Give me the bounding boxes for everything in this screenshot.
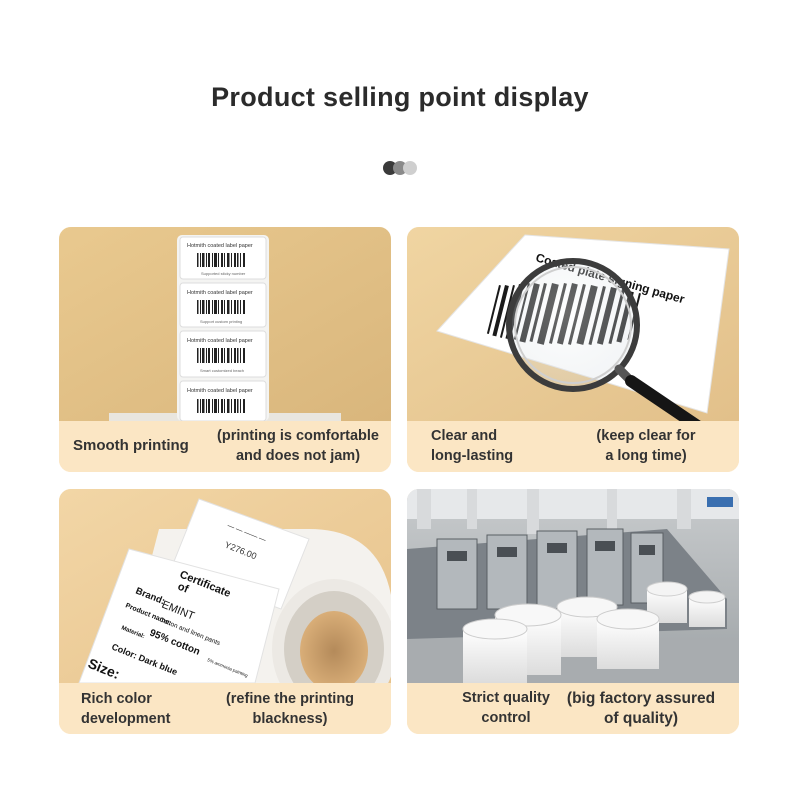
magnifier-label-photo: Coated plate signing paper [407,227,739,421]
caption-detail-line-1: (keep clear for [596,428,696,444]
label-2: Hotmith coated label paper Support custo… [179,282,267,328]
certificate-heading-of: of [176,581,190,596]
caption-main: Clear and long-lasting [431,426,513,466]
caption-detail-line-1: (printing is comfortable [217,428,379,444]
caption-main: Strict quality control [451,688,561,728]
selling-point-card-rich-color: — — —— — Y276.00 Certificate of Brand: E… [59,489,391,734]
card-caption: Strict quality control (big factory assu… [407,683,739,734]
card-caption: Rich color development (refine the print… [59,683,391,734]
caption-main-line-1: Rich color [81,691,152,707]
selling-point-card-smooth-printing: Hotmith coated label paper Supported sti… [59,227,391,472]
card-caption: Clear and long-lasting (keep clear for a… [407,421,739,472]
label-subtitle: Smart customized beach [200,368,244,373]
caption-detail: (big factory assured of quality) [557,689,725,729]
caption-main: Smooth printing [73,437,189,454]
caption-main-line-2: development [81,711,171,727]
caption-main: Rich color development [81,689,170,729]
caption-detail-line-2: blackness) [252,711,328,727]
label-4: Hotmith coated label paper [179,380,267,421]
caption-main-line-2: long-lasting [431,448,514,464]
selling-point-card-clear-long-lasting: Coated plate signing paper Clear and lon… [407,227,739,472]
label-roll-photo: — — —— — Y276.00 Certificate of Brand: E… [59,489,391,683]
caption-detail-line-2: and does not jam) [235,448,361,464]
caption-detail-line-1: (big factory assured [566,690,716,707]
carousel-dot-3[interactable] [403,161,417,175]
label-3: Hotmith coated label paper Smart customi… [179,330,267,378]
caption-detail: (printing is comfortable and does not ja… [217,426,379,466]
label-subtitle: Supported sticky number [201,271,246,276]
caption-detail: (keep clear for a long time) [587,426,705,466]
label-stack-photo: Hotmith coated label paper Supported sti… [59,227,391,421]
caption-detail-line-2: a long time) [605,448,687,464]
caption-main-line-1: Strict quality [462,690,550,706]
label-title: Hotmith coated label paper [187,338,253,344]
label-1: Hotmith coated label paper Supported sti… [179,236,267,280]
caption-detail: (refine the printing blackness) [215,689,365,729]
paper-rolls [462,581,726,683]
card-caption: Smooth printing (printing is comfortable… [59,421,391,472]
magnifier-icon [506,258,701,421]
caption-detail-line-1: (refine the printing [225,691,355,707]
selling-point-card-quality-control: Strict quality control (big factory assu… [407,489,739,734]
label-title: Hotmith coated label paper [187,243,253,249]
page-title: Product selling point display [211,82,589,112]
factory-photo [407,489,739,683]
carousel-dots [383,161,423,175]
label-title: Hotmith coated label paper [187,388,253,394]
label-subtitle: Support custom printing [200,319,242,324]
caption-main-line-2: control [481,710,531,726]
caption-main-line-1: Clear and [431,428,498,444]
caption-detail-line-2: of quality) [603,710,679,727]
label-title: Hotmith coated label paper [187,290,253,296]
